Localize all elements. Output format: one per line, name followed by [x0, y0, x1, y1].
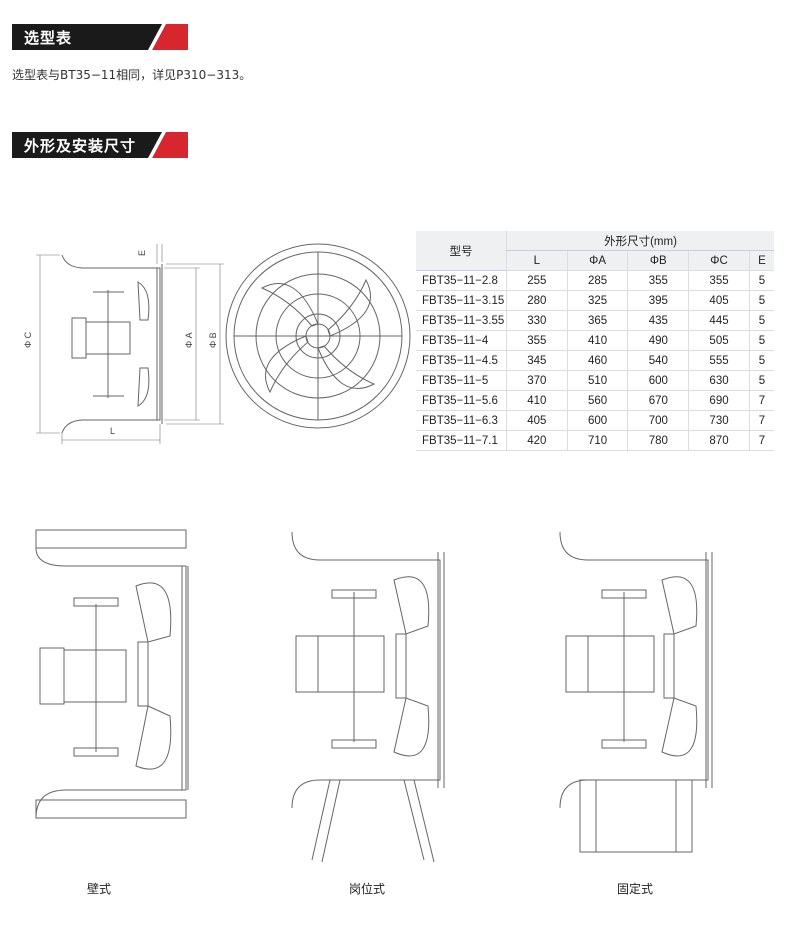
table-cell: 7 — [748, 410, 774, 431]
table-column-header: L — [506, 250, 568, 271]
table-cell: 555 — [688, 350, 750, 371]
selection-note: 选型表与BT35−11相同，详见P310−313。 — [12, 68, 252, 82]
table-cell: 285 — [566, 270, 628, 291]
table-cell: 5 — [748, 330, 774, 351]
table-cell: 490 — [627, 330, 689, 351]
table-row: FBT35−11−3.55 330 365 435 445 5 — [416, 310, 774, 331]
dim-label-phi-b: Φ B — [208, 332, 218, 348]
table-cell: 405 — [506, 410, 568, 431]
table-cell: 370 — [506, 370, 568, 391]
table-cell: 355 — [627, 270, 689, 291]
table-cell: 395 — [627, 290, 689, 311]
model-cell: FBT35−11−4.5 — [416, 350, 507, 371]
table-cell: 5 — [748, 370, 774, 391]
section-header-selection: 选型表 — [12, 24, 188, 50]
table-cell: 410 — [566, 330, 628, 351]
table-cell: 420 — [506, 430, 568, 451]
table-cell: 330 — [506, 310, 568, 331]
table-cell: 5 — [748, 290, 774, 311]
table-cell: 345 — [506, 350, 568, 371]
table-cell: 435 — [627, 310, 689, 331]
table-cell: 670 — [627, 390, 689, 411]
dim-label-phi-c: Φ C — [23, 331, 33, 348]
section-header-dimensions: 外形及安装尺寸 — [12, 132, 188, 158]
table-row: FBT35−11−7.1 420 710 780 870 7 — [416, 430, 774, 451]
table-row: FBT35−11−3.15 280 325 395 405 5 — [416, 290, 774, 311]
table-row: FBT35−11−2.8 255 285 355 355 5 — [416, 270, 774, 291]
section-title: 选型表 — [24, 29, 73, 47]
table-cell: 540 — [627, 350, 689, 371]
dim-label-e: E — [137, 250, 147, 256]
model-cell: FBT35−11−5 — [416, 370, 507, 391]
table-row: FBT35−11−5.6 410 560 670 690 7 — [416, 390, 774, 411]
caption-wall: 壁式 — [87, 882, 112, 896]
table-cell: 780 — [627, 430, 689, 451]
table-cell: 405 — [688, 290, 750, 311]
table-cell: 700 — [627, 410, 689, 431]
table-cell: 7 — [748, 430, 774, 451]
dimension-table: 型号 外形尺寸(mm) L ΦA ΦB ΦC E FBT35−11−2.8 25… — [416, 231, 774, 451]
section-title: 外形及安装尺寸 — [24, 137, 137, 155]
table-cell: 730 — [688, 410, 750, 431]
table-cell: 5 — [748, 270, 774, 291]
model-cell: FBT35−11−3.55 — [416, 310, 507, 331]
table-cell: 460 — [566, 350, 628, 371]
table-cell: 410 — [506, 390, 568, 411]
front-view-drawing — [225, 243, 411, 429]
model-cell: FBT35−11−2.8 — [416, 270, 507, 291]
table-cell: 445 — [688, 310, 750, 331]
header-banner — [12, 132, 188, 158]
table-row: FBT35−11−6.3 405 600 700 730 7 — [416, 410, 774, 431]
caption-fixed: 固定式 — [617, 882, 654, 896]
model-cell: FBT35−11−6.3 — [416, 410, 507, 431]
table-column-header: ΦC — [688, 250, 750, 271]
table-cell: 600 — [627, 370, 689, 391]
table-cell: 710 — [566, 430, 628, 451]
model-cell: FBT35−11−5.6 — [416, 390, 507, 411]
table-row: FBT35−11−5 370 510 600 630 5 — [416, 370, 774, 391]
table-column-header: ΦB — [627, 250, 689, 271]
post-mount-drawing — [291, 531, 445, 863]
side-view-drawing: Φ C Φ A Φ B L E — [23, 244, 224, 444]
table-cell: 255 — [506, 270, 568, 291]
model-cell: FBT35−11−3.15 — [416, 290, 507, 311]
table-cell: 365 — [566, 310, 628, 331]
table-cell: 870 — [688, 430, 750, 451]
table-row: FBT35−11−4 355 410 490 505 5 — [416, 330, 774, 351]
table-cell: 355 — [506, 330, 568, 351]
table-cell: 560 — [566, 390, 628, 411]
dim-label-l: L — [110, 426, 115, 436]
fixed-mount-drawing — [559, 531, 713, 853]
table-cell: 280 — [506, 290, 568, 311]
table-column-header: ΦA — [566, 250, 628, 271]
header-banner — [12, 24, 188, 50]
table-header-group: 外形尺寸(mm) — [506, 231, 774, 251]
table-header-model: 型号 — [416, 231, 507, 271]
caption-post: 岗位式 — [349, 882, 386, 896]
table-cell: 325 — [566, 290, 628, 311]
table-column-header: E — [748, 250, 774, 271]
table-cell: 5 — [748, 310, 774, 331]
model-cell: FBT35−11−7.1 — [416, 430, 507, 451]
table-cell: 600 — [566, 410, 628, 431]
table-cell: 505 — [688, 330, 750, 351]
table-row: FBT35−11−4.5 345 460 540 555 5 — [416, 350, 774, 371]
table-cell: 510 — [566, 370, 628, 391]
dim-label-phi-a: Φ A — [184, 332, 194, 348]
table-cell: 7 — [748, 390, 774, 411]
table-cell: 5 — [748, 350, 774, 371]
table-cell: 355 — [688, 270, 750, 291]
wall-mount-drawing — [35, 529, 189, 819]
table-cell: 630 — [688, 370, 750, 391]
table-cell: 690 — [688, 390, 750, 411]
model-cell: FBT35−11−4 — [416, 330, 507, 351]
